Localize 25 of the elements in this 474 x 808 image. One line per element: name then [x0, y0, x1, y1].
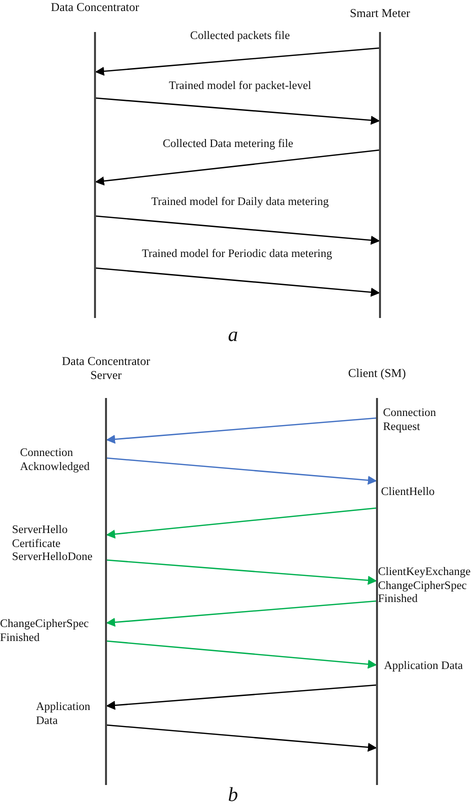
- arrow: [106, 457, 378, 485]
- edge-label: Application Data: [384, 660, 463, 674]
- participant-name: Client (SM): [347, 366, 407, 380]
- edge-label: Trained model for Daily data metering: [150, 196, 330, 210]
- arrow: [106, 559, 378, 585]
- arrow: [94, 97, 380, 125]
- arrow: [94, 215, 380, 245]
- arrow: [94, 267, 380, 297]
- panel-label: b: [228, 784, 238, 807]
- participant-name: Data Concentrator: [50, 0, 140, 14]
- panel-label: a: [228, 324, 238, 347]
- arrow: [106, 600, 378, 627]
- edge-label: Trained model for packet-level: [168, 80, 312, 94]
- arrow: [106, 417, 378, 444]
- edge-label: Trained model for Periodic data metering: [140, 248, 334, 262]
- participant-name: Data Concentrator Server: [60, 354, 152, 382]
- arrow: [106, 507, 378, 539]
- edge-label: Collected Data metering file: [162, 138, 294, 152]
- edge-label: Collected packets file: [189, 30, 291, 44]
- participant-name: Smart Meter: [348, 6, 412, 20]
- arrow: [106, 724, 378, 752]
- arrow: [94, 149, 380, 186]
- arrow: [94, 47, 380, 76]
- arrow: [106, 684, 378, 710]
- arrow: [106, 640, 378, 669]
